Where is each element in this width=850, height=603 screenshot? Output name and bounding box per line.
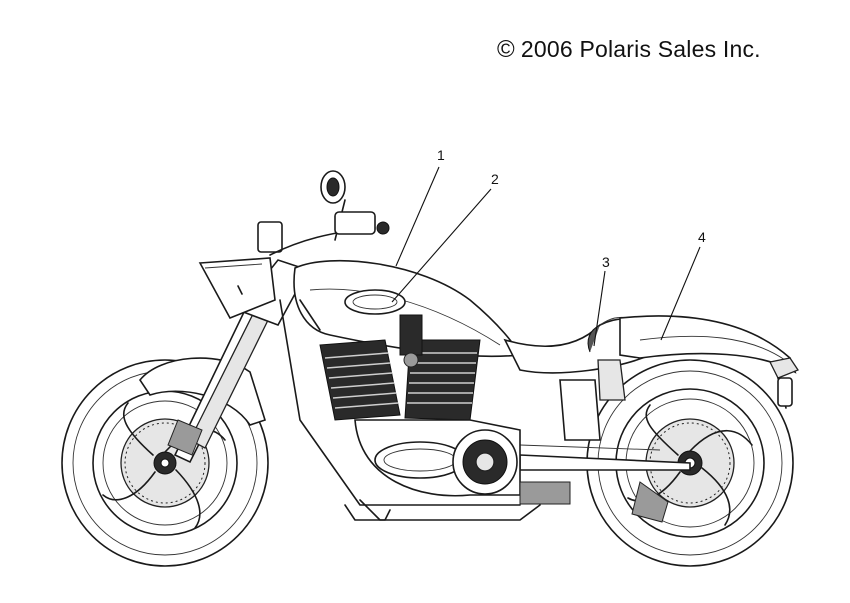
headlight-fairing: [198, 221, 283, 320]
callout-number: 2: [491, 171, 499, 187]
callout-number: 4: [698, 229, 706, 245]
callout-3: 3: [593, 254, 610, 347]
callout-number: 1: [437, 147, 445, 163]
frame-swingarm: [279, 299, 691, 506]
callout-number: 3: [602, 254, 610, 270]
leader-line-3: [593, 270, 606, 347]
callout-4: 4: [660, 229, 706, 341]
rear-fender: [619, 315, 799, 409]
copyright-notice: ©2006 Polaris Sales Inc.: [497, 36, 761, 64]
leader-line-4: [660, 246, 701, 341]
copyright-text: 2006 Polaris Sales Inc.: [520, 36, 761, 62]
copyright-symbol: ©: [497, 36, 515, 63]
handlebars-mirror: [269, 170, 390, 256]
front-wheel: [61, 357, 269, 567]
callout-1: 1: [395, 147, 445, 267]
v-twin-engine: [319, 314, 571, 521]
callout-2: 2: [391, 171, 499, 303]
leader-line-2: [391, 188, 492, 303]
front-fork: [167, 259, 310, 464]
leader-line-1: [395, 166, 440, 267]
